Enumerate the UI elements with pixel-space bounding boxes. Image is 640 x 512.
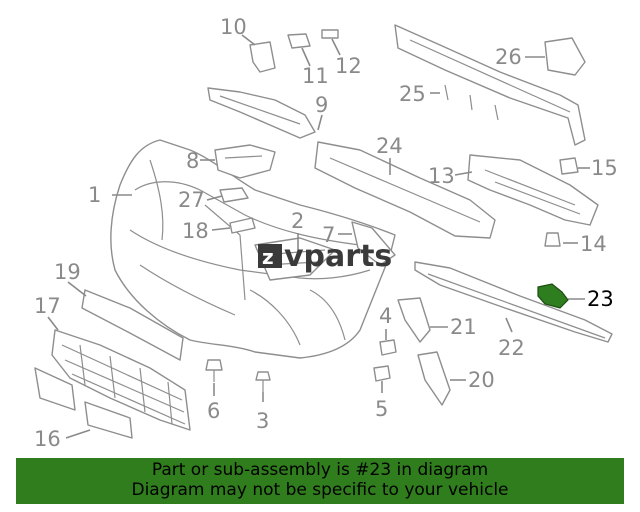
part-8-bracket: [214, 144, 276, 179]
banner-line-2: Diagram may not be specific to your vehi…: [131, 480, 509, 500]
part-4-clip: [379, 339, 397, 356]
part-9-retainer: [207, 87, 316, 139]
banner-line-1: Part or sub-assembly is #23 in diagram: [151, 460, 489, 480]
part-13-absorber: [467, 154, 599, 226]
notice-banner: Part or sub-assembly is #23 in diagram D…: [16, 458, 624, 504]
callout-20: 20: [468, 368, 495, 392]
part-15-clip: [559, 157, 579, 175]
callout-27: 27: [178, 188, 205, 212]
callout-23-highlighted: 23: [587, 287, 614, 311]
callout-10: 10: [220, 15, 247, 39]
parts-diagram: 1 2 3 4 5 6 7 8 9 10 11 12 13 14 15 16 1…: [34, 15, 618, 451]
watermark-logo-mark: [258, 244, 282, 268]
part-20-bracket: [417, 351, 451, 406]
part-16-plate-bracket: [34, 367, 133, 439]
part-26-bracket: [544, 37, 586, 76]
callout-18: 18: [182, 219, 209, 243]
callout-14: 14: [580, 232, 607, 256]
callout-13: 13: [428, 164, 455, 188]
callout-26: 26: [495, 45, 522, 69]
callout-5: 5: [375, 397, 388, 421]
part-11-clip: [287, 33, 311, 49]
callout-numbers: 1 2 3 4 5 6 7 8 9 10 11 12 13 14 15 16 1…: [34, 15, 618, 451]
part-7-bracket: [351, 221, 396, 266]
callout-8: 8: [186, 149, 199, 173]
part-21-bracket: [397, 297, 431, 343]
callout-24: 24: [376, 134, 403, 158]
callout-17: 17: [34, 294, 61, 318]
part-27-sensor: [219, 187, 249, 203]
zvparts-watermark-logo: z vparts: [258, 239, 392, 274]
callout-22: 22: [498, 336, 525, 360]
part-25-reinforcement: [394, 24, 586, 146]
callout-15: 15: [591, 156, 618, 180]
part-14-bolt: [544, 232, 561, 247]
leader-lines: [47, 34, 590, 439]
part-3-bolt: [255, 371, 271, 392]
callout-3: 3: [256, 409, 269, 433]
part-17-lower-grille: [51, 329, 191, 431]
callout-21: 21: [450, 315, 477, 339]
callout-9: 9: [315, 93, 328, 117]
callout-2: 2: [291, 209, 304, 233]
callout-12: 12: [335, 54, 362, 78]
callout-7: 7: [322, 223, 335, 247]
watermark-logo-letter: z: [262, 245, 274, 269]
part-19-strip: [81, 289, 184, 361]
part-6-bolt: [205, 359, 223, 382]
part-12-screw: [321, 29, 339, 39]
watermark-text: vparts: [284, 239, 392, 274]
callout-11: 11: [302, 64, 329, 88]
part-23-bracket-highlighted: [537, 283, 569, 309]
part-24-absorber: [314, 141, 496, 239]
part-10-bracket: [249, 41, 276, 73]
callout-4: 4: [379, 304, 392, 328]
part-5-clip: [373, 365, 391, 382]
callout-16: 16: [34, 427, 61, 451]
part-22-spoiler: [414, 261, 613, 343]
part-1-bumper-cover: [110, 139, 396, 359]
callout-1: 1: [88, 183, 101, 207]
callout-6: 6: [207, 399, 220, 423]
callout-19: 19: [54, 260, 81, 284]
callout-25: 25: [399, 82, 426, 106]
part-18-bolt: [229, 217, 256, 234]
